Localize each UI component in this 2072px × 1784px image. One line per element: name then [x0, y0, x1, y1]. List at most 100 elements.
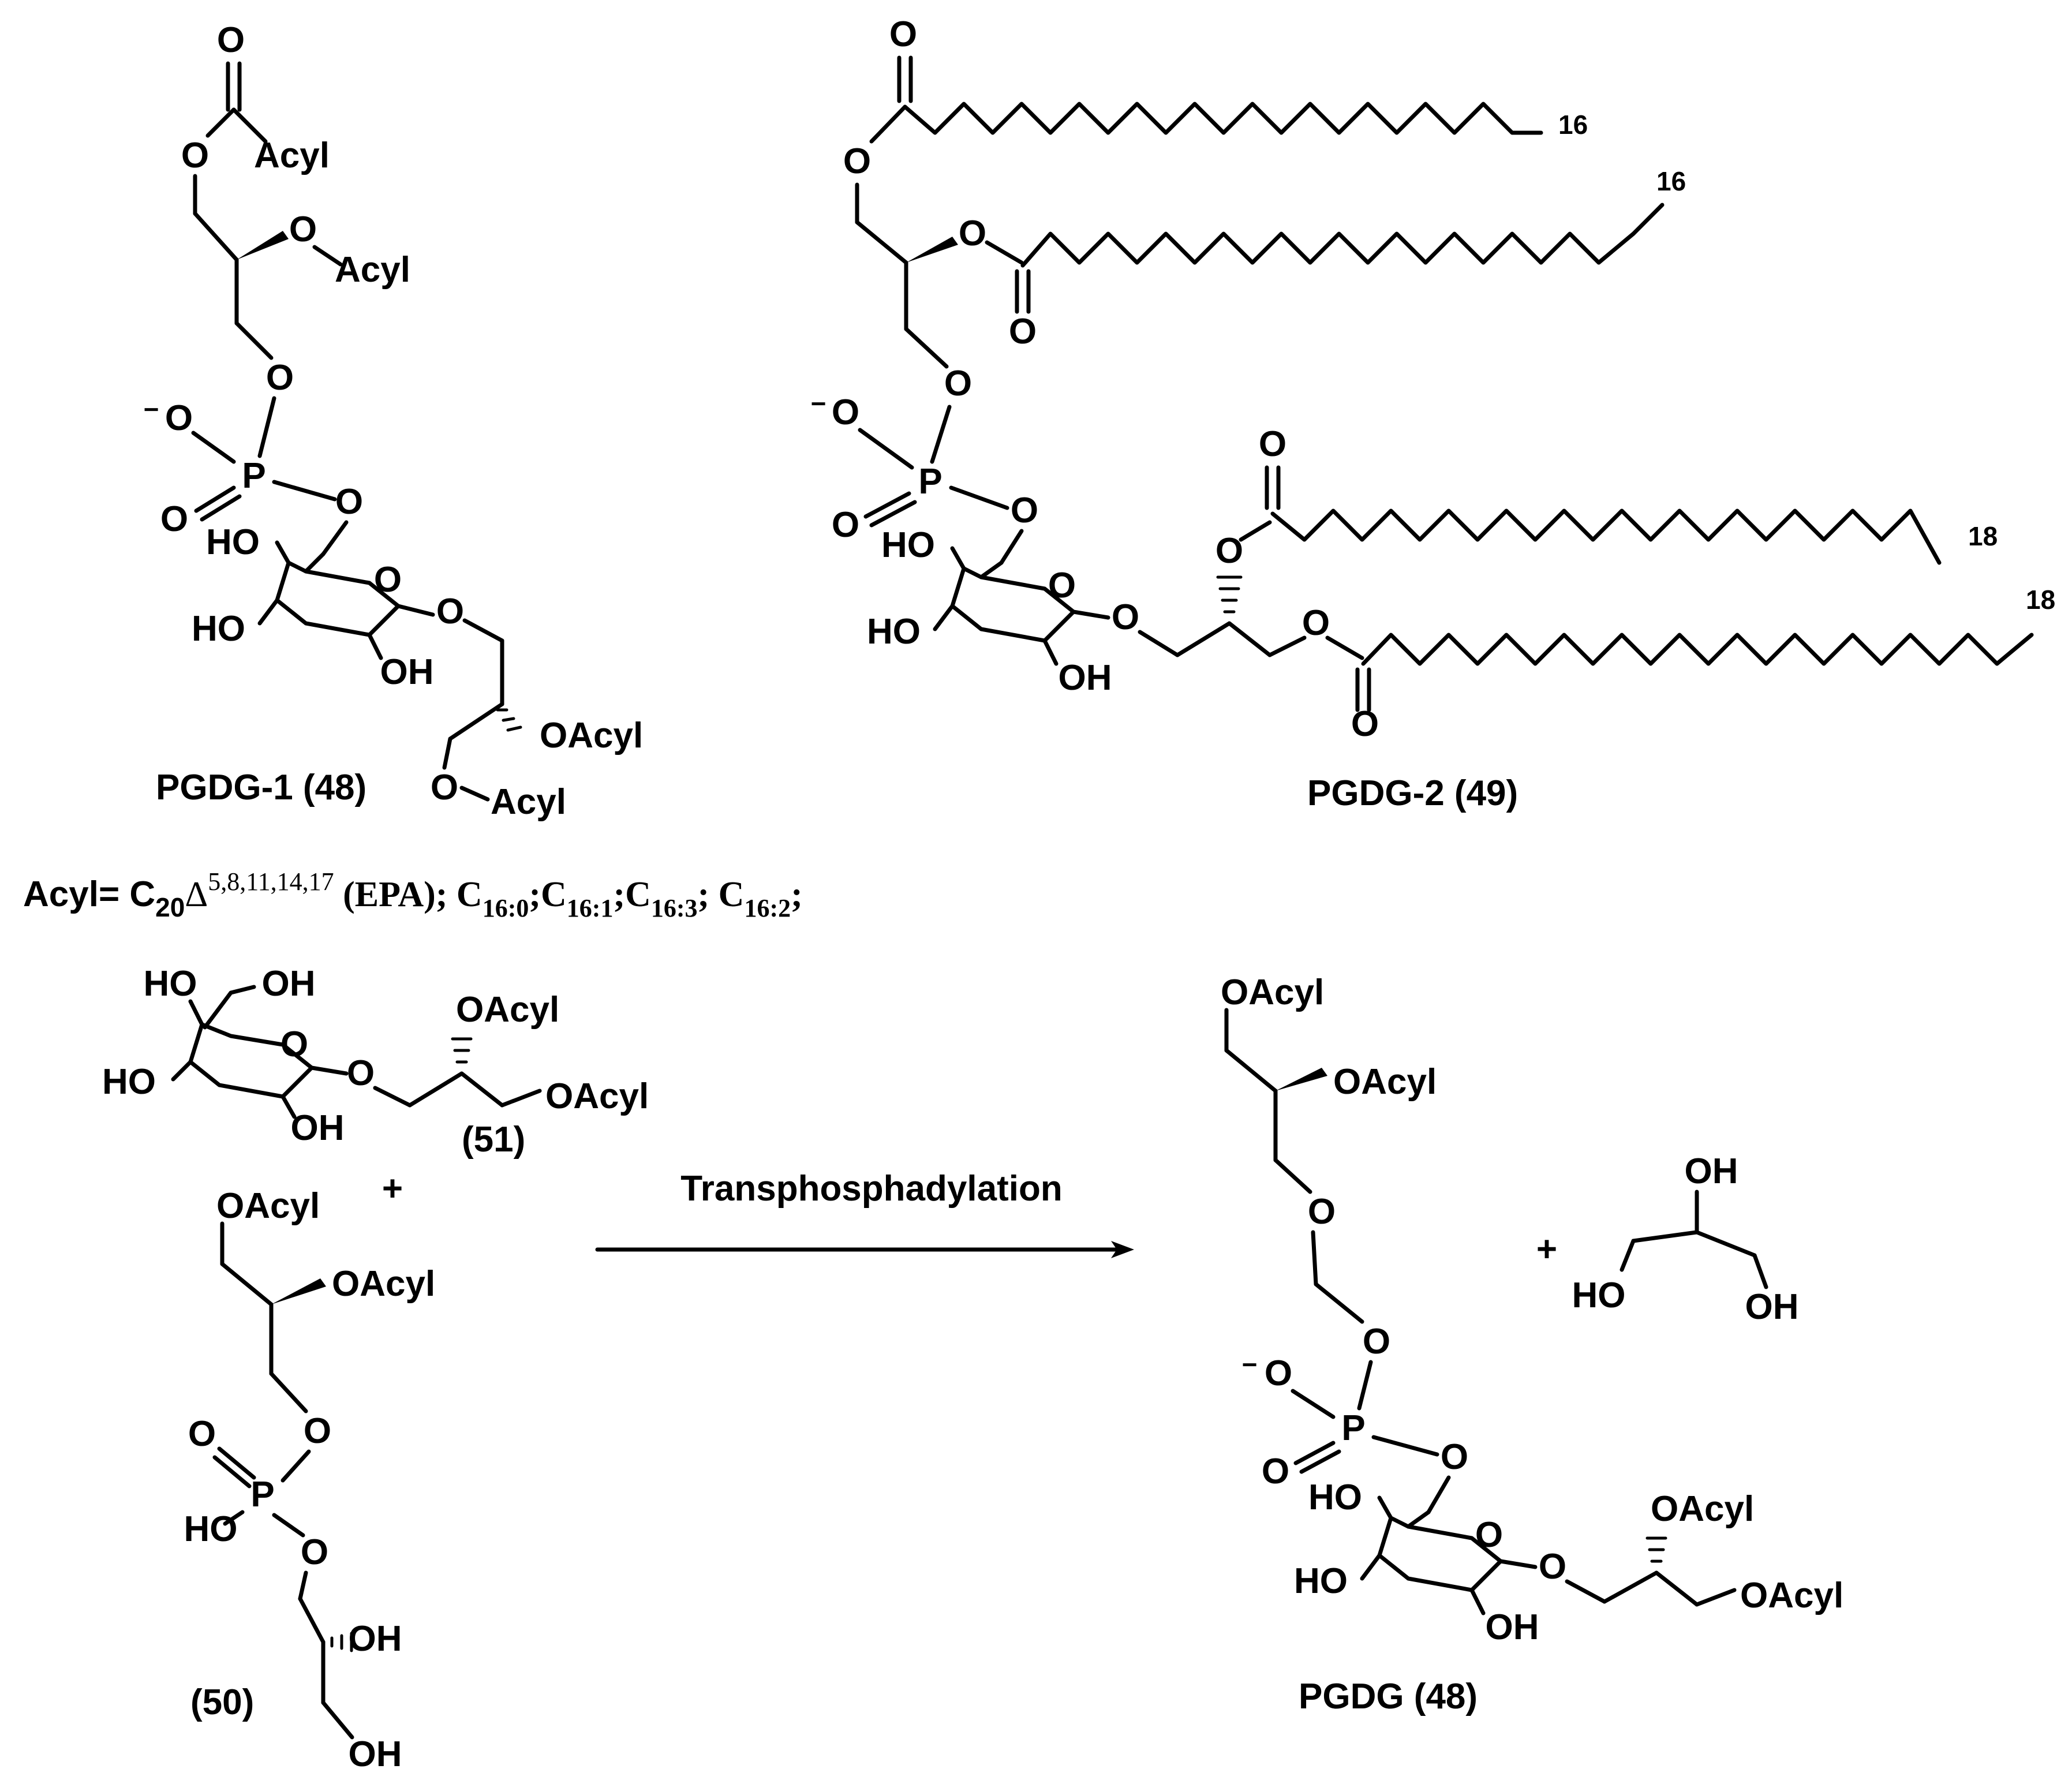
pgdg48-minus-sign: − — [1242, 1349, 1258, 1379]
pgdg2-oh: OH — [1059, 658, 1112, 698]
pgdg2-ester-o-1: O — [843, 141, 871, 181]
pgdg1-ho-1: HO — [206, 522, 260, 562]
c51-oacyl-1: OAcyl — [456, 990, 559, 1030]
pgdg48-phosphate-o-1: O — [1363, 1322, 1390, 1362]
c50-phosphate-o-2: O — [301, 1532, 328, 1572]
pgdg1-ester-o-2: O — [289, 210, 317, 249]
pgdg2-minus-sign: − — [811, 388, 826, 418]
c51-caption: (51) — [462, 1120, 525, 1160]
compound-50-structure: OAcyl OAcyl O O P HO O OH OH (50) — [184, 1186, 436, 1774]
glycerol-oh-top: OH — [1685, 1151, 1738, 1191]
pgdg1-p-double-o: O — [160, 499, 188, 539]
pgdg2-ho-2: HO — [867, 612, 921, 652]
reaction-arrow: Transphosphadylation — [595, 1169, 1134, 1258]
pgdg2-phosphate-o-2: O — [1011, 491, 1038, 530]
pgdg48-hash-bond — [1645, 1536, 1667, 1563]
pgdg1-ho-2: HO — [192, 609, 245, 649]
pgdg48-phosphorus: P — [1341, 1408, 1365, 1448]
glycerol-structure: OH HO OH — [1572, 1151, 1799, 1327]
pgdg48-oh: OH — [1486, 1607, 1539, 1647]
acyl-def-c20-sub: 20 — [155, 892, 185, 922]
acyl-def-prefix: Acyl= C — [23, 874, 155, 914]
c50-phosphate-o-1: O — [304, 1411, 331, 1451]
pgdg2-p-double-o: O — [832, 505, 859, 545]
pgdg48-ether-o: O — [1308, 1192, 1336, 1232]
pgdg1-structure: O Acyl O O Acyl O O − P O O O HO HO — [144, 20, 644, 822]
c50-p-double-o: O — [188, 1414, 216, 1454]
acyl-definition: Acyl= C20Δ5,8,11,14,17 (EPA); C16:0;C16:… — [23, 867, 803, 922]
c51-ho-left: HO — [102, 1062, 156, 1102]
pgdg2-chain-4-count: 18 — [2026, 585, 2055, 615]
pgdg1-acyl-1: Acyl — [254, 136, 330, 175]
pgdg2-ho-1: HO — [881, 525, 935, 565]
c50-oacyl-1: OAcyl — [216, 1186, 320, 1226]
c51-oh-top: OH — [262, 964, 316, 1004]
pgdg1-ester-o-1: O — [181, 136, 209, 175]
pgdg2-chain-1-count: 16 — [1558, 110, 1588, 140]
c51-glycosidic-o: O — [347, 1053, 375, 1093]
pgdg1-acyl-2: Acyl — [335, 250, 410, 290]
reaction-label: Transphosphadylation — [680, 1169, 1062, 1209]
pgdg2-hash-bond — [1216, 575, 1243, 614]
pgdg2-caption: PGDG-2 (49) — [1307, 773, 1518, 813]
pgdg2-phosphorus: P — [918, 462, 942, 502]
pgdg1-carbonyl-o: O — [217, 20, 245, 60]
pgdg2-phosphate-o-1: O — [944, 364, 972, 403]
pgdg1-oacyl-1: OAcyl — [540, 716, 643, 756]
pgdg2-chain-1 — [903, 102, 1543, 135]
pgdg2-chain-4 — [1361, 633, 2034, 666]
pgdg1-acyl-3: Acyl — [491, 782, 566, 822]
pgdg48-phosphate-o-2: O — [1441, 1437, 1468, 1477]
c51-hash-bond — [451, 1037, 473, 1064]
pgdg2-chain-2-count: 16 — [1656, 166, 1686, 196]
pgdg2-carbonyl-o-1: O — [889, 14, 917, 54]
c51-oacyl-2: OAcyl — [545, 1076, 649, 1116]
pgdg48-oacyl-3: OAcyl — [1651, 1489, 1754, 1529]
pgdg2-chain-2 — [1020, 203, 1665, 268]
compound-51-structure: HO OH O HO OH O OAcyl OAcyl (51) — [102, 964, 649, 1160]
pgdg2-o-minus: O — [832, 392, 859, 432]
acyl-def-delta-sup: 5,8,11,14,17 — [208, 867, 334, 896]
pgdg1-caption: PGDG-1 (48) — [156, 768, 366, 807]
c50-caption: (50) — [190, 1682, 254, 1722]
pgdg1-hash-bond — [496, 708, 522, 732]
glycerol-ho-left: HO — [1572, 1276, 1626, 1315]
acyl-def-epa: (EPA); C — [334, 875, 483, 914]
pgdg48-ring-o: O — [1475, 1515, 1503, 1555]
pgdg1-phosphorus: P — [242, 456, 265, 496]
glycerol-oh-right: OH — [1745, 1287, 1799, 1327]
pgdg2-carbonyl-o-3: O — [1259, 424, 1286, 464]
pgdg2-chain-3 — [1270, 508, 1942, 565]
c50-oh-2: OH — [349, 1734, 402, 1774]
acyl-def-sep1: ;C — [529, 875, 566, 914]
c51-ring-o: O — [280, 1024, 308, 1064]
c50-hash-bond — [330, 1632, 353, 1652]
c51-ho-top: HO — [144, 964, 197, 1004]
pgdg1-o-minus: O — [165, 398, 193, 438]
c50-oacyl-2: OAcyl — [332, 1264, 435, 1304]
pgdg2-carbonyl-o-2: O — [1009, 312, 1037, 351]
pgdg48-oacyl-4: OAcyl — [1740, 1576, 1843, 1615]
acyl-def-c16-1: 16:1 — [567, 894, 614, 922]
pgdg48-caption: PGDG (48) — [1299, 1677, 1478, 1716]
acyl-def-sep2: ;C — [613, 875, 650, 914]
pgdg2-ester-o-2: O — [959, 214, 986, 253]
pgdg48-oacyl-2: OAcyl — [1333, 1062, 1437, 1102]
c50-ho: HO — [184, 1509, 238, 1549]
acyl-def-c16-3: 16:3 — [651, 894, 698, 922]
c50-oh-1: OH — [349, 1619, 402, 1659]
acyl-def-sep3: ; C — [698, 875, 745, 914]
pgdg48-o-minus: O — [1265, 1353, 1292, 1393]
acyl-def-delta: Δ — [185, 875, 208, 914]
pgdg48-oacyl-1: OAcyl — [1221, 973, 1324, 1012]
pgdg1-glycosidic-o: O — [436, 592, 464, 631]
acyl-def-c16-0: 16:0 — [483, 894, 529, 922]
pgdg1-minus-sign: − — [144, 394, 159, 424]
pgdg2-structure: O 16 O O O 16 O O − P O O O HO — [811, 14, 2056, 813]
pgdg48-p-double-o: O — [1262, 1452, 1289, 1491]
pgdg1-ring-o: O — [374, 560, 402, 600]
pgdg2-carbonyl-o-4: O — [1351, 704, 1379, 744]
pgdg1-oh: OH — [380, 652, 434, 692]
plus-sign-2: + — [1536, 1229, 1557, 1269]
